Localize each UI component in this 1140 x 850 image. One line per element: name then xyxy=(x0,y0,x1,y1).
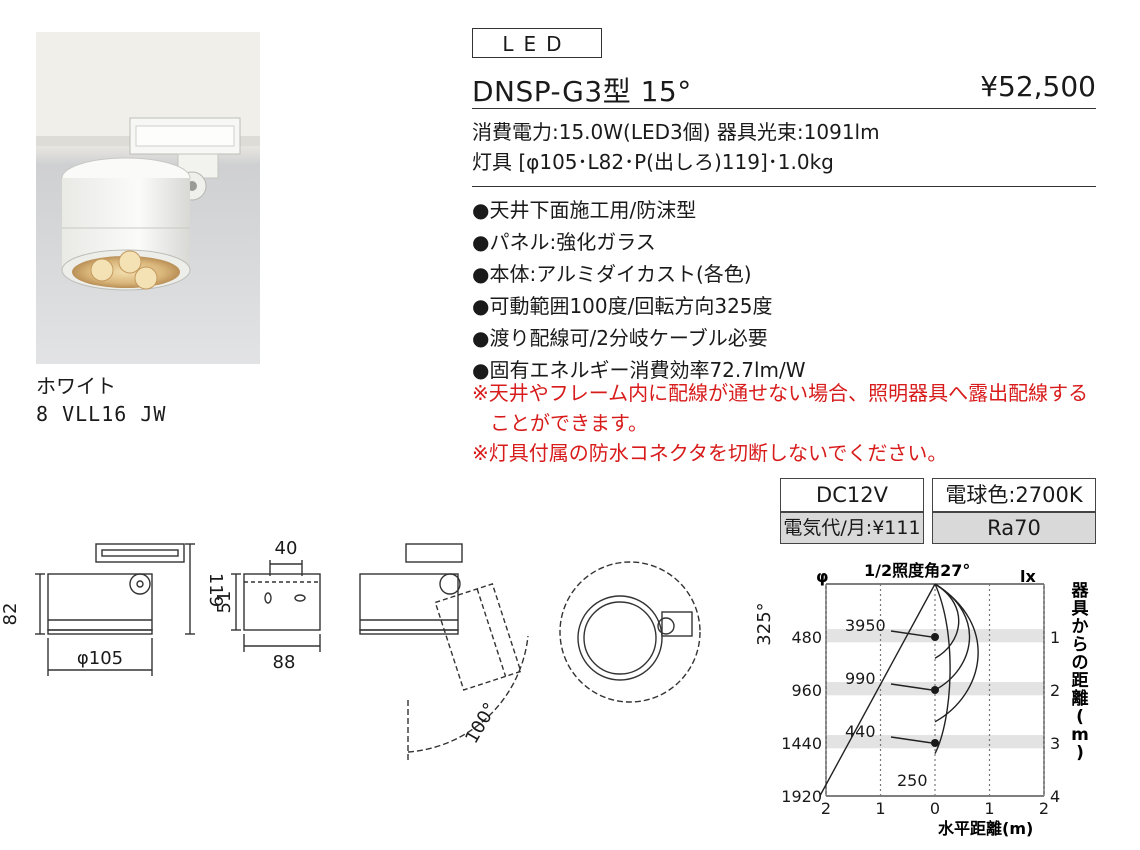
x-tick-label: 2 xyxy=(1039,799,1049,818)
phi-label: φ xyxy=(816,567,829,586)
ylabel-char: m xyxy=(1071,725,1089,745)
price: ¥52,500 xyxy=(980,70,1096,103)
electricity-box: 電気代/月:¥111 xyxy=(780,512,924,544)
x-tick-label: 0 xyxy=(930,799,940,818)
feature-item: ●固有エネルギー消費効率72.7lm/W xyxy=(472,358,806,382)
dim-tilt: 100° xyxy=(461,699,501,747)
ylabel-char: 器 xyxy=(1071,581,1090,601)
isolux-curve xyxy=(934,583,951,754)
dim-base-width: 88 xyxy=(273,652,296,673)
beam-edge-line xyxy=(819,583,936,797)
ylabel-char: の xyxy=(1072,653,1089,673)
divider-top xyxy=(472,108,1096,109)
color-temp-box: 電球色:2700K xyxy=(932,478,1096,512)
illuminance-point xyxy=(931,739,939,747)
color-name: ホワイト xyxy=(36,374,116,398)
illuminance-leader xyxy=(890,630,933,638)
product-code: 8 VLL16 JW xyxy=(36,402,167,426)
left-tick-label: 960 xyxy=(791,681,822,700)
feature-list: ●天井下面施工用/防沫型 ●パネル:強化ガラス ●本体:アルミダイカスト(各色)… xyxy=(472,194,806,386)
note-item: ※天井やフレーム内に配線が通せない場合、照明器具へ露出配線することができます。 xyxy=(472,381,1089,435)
voltage-box: DC12V xyxy=(780,478,924,512)
illuminance-value: 990 xyxy=(845,669,876,688)
dimension-drawings: 82 119 φ105 40 51 88 100° 325° xyxy=(0,538,775,760)
feature-item: ●渡り配線可/2分岐ケーブル必要 xyxy=(472,326,768,350)
dim-side-height: 51 xyxy=(214,591,235,614)
spec-power: 消費電力:15.0W(LED3個) 器具光束:1091lm xyxy=(472,120,880,144)
ylabel-char: か xyxy=(1072,617,1089,637)
note-item: ※灯具付属の防水コネクタを切断しないでください。 xyxy=(472,441,948,465)
left-tick-label: 1440 xyxy=(781,734,822,753)
side-view xyxy=(231,560,321,652)
chart-title: 1/2照度角27° xyxy=(864,561,970,580)
ylabel-char: 距 xyxy=(1072,671,1089,691)
feature-item: ●パネル:強化ガラス xyxy=(472,230,656,254)
led-badge: LED xyxy=(472,28,602,58)
x-tick-label: 2 xyxy=(821,799,831,818)
right-tick-label: 3 xyxy=(1050,734,1060,753)
right-tick-label: 2 xyxy=(1050,681,1060,700)
illuminance-leader xyxy=(890,683,933,691)
model-name: DNSP-G3型 15° xyxy=(472,75,692,108)
ylabel-char: ら xyxy=(1072,635,1089,655)
notes: ※天井やフレーム内に配線が通せない場合、照明器具へ露出配線することができます。 … xyxy=(472,378,1104,468)
feature-item: ●天井下面施工用/防沫型 xyxy=(472,198,697,222)
dim-projection: 119 xyxy=(205,573,226,607)
ylabel-char: ( xyxy=(1076,707,1084,727)
front-view xyxy=(35,543,195,676)
isolux-curve xyxy=(934,583,979,723)
feature-item: ●本体:アルミダイカスト(各色) xyxy=(472,262,752,286)
lx-label: lx xyxy=(1020,567,1036,586)
ylabel-char: 離 xyxy=(1072,688,1089,709)
left-tick-label: 1920 xyxy=(781,787,822,806)
illuminance-value: 250 xyxy=(897,771,928,790)
right-tick-label: 1 xyxy=(1050,628,1060,647)
divider-middle xyxy=(472,186,1096,187)
dim-top-width: 40 xyxy=(275,538,298,559)
illuminance-leader xyxy=(890,736,933,744)
illuminance-value: 3950 xyxy=(845,616,886,635)
illuminance-point xyxy=(931,686,939,694)
x-tick-label: 1 xyxy=(984,799,994,818)
illuminance-value: 440 xyxy=(845,722,876,741)
ylabel-char: 具 xyxy=(1071,599,1089,619)
feature-item: ●可動範囲100度/回転方向325度 xyxy=(472,294,773,318)
ra-box: Ra70 xyxy=(932,512,1096,544)
spec-dimensions: 灯具 [φ105･L82･P(出しろ)119]･1.0kg xyxy=(472,150,834,174)
dim-rotation: 325° xyxy=(754,602,775,645)
dim-height: 82 xyxy=(0,603,21,626)
ylabel-char: ) xyxy=(1076,743,1084,763)
x-tick-label: 1 xyxy=(875,799,885,818)
rotation-view xyxy=(559,561,701,703)
chart-xlabel: 水平距離(m) xyxy=(938,819,1033,838)
product-photo xyxy=(36,32,260,364)
photo-caption: ホワイト 8 VLL16 JW xyxy=(36,372,166,428)
left-tick-label: 480 xyxy=(791,628,822,647)
illuminance-point xyxy=(931,633,939,641)
tilt-view xyxy=(359,543,529,760)
right-tick-label: 4 xyxy=(1050,787,1060,806)
dim-diameter: φ105 xyxy=(77,648,123,669)
